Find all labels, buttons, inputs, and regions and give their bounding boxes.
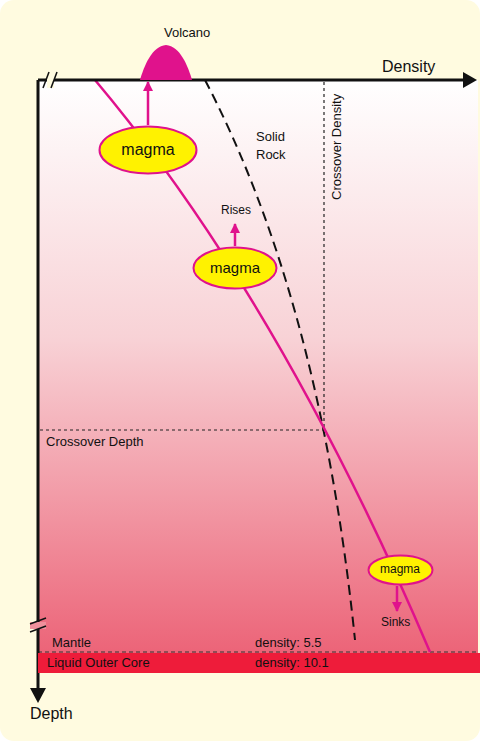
density-axis-head <box>463 72 477 88</box>
axis-break <box>51 72 57 88</box>
magma-label: magma <box>380 563 420 577</box>
magma-ellipse: magma <box>367 554 434 586</box>
ellipse-outline <box>368 556 432 585</box>
motion-label: Sinks <box>381 615 410 629</box>
layer-name: Mantle <box>52 635 91 651</box>
volcano-node: Volcano <box>130 26 220 80</box>
motion-label: Rises <box>221 203 251 217</box>
magma-label: magma <box>121 141 174 159</box>
magma-ellipse: magma <box>98 125 198 175</box>
solid-rock-curve <box>205 80 355 640</box>
density-value: density: 10.1 <box>255 653 329 673</box>
axis-title: Depth <box>30 704 73 723</box>
ellipse-outline <box>194 248 277 289</box>
density-axis <box>38 79 465 82</box>
depth-axis <box>37 80 40 690</box>
outer-core-band: Liquid Outer Core density: 10.1 <box>38 653 480 673</box>
volcano-mound <box>140 45 192 80</box>
magma-ellipse: magma <box>192 246 278 290</box>
volcano-label: Volcano <box>164 26 210 40</box>
sinks-arrow <box>396 586 399 611</box>
crossover-label: Crossover Depth <box>46 434 144 450</box>
flow-arrow <box>147 82 150 125</box>
crossover-label: Crossover Density <box>329 94 345 200</box>
ellipse-outline <box>100 127 197 174</box>
axis-break <box>30 618 46 624</box>
curve-label: Solid Rock <box>256 128 300 163</box>
rises-arrow <box>234 224 237 246</box>
crossover-depth-line <box>40 429 324 430</box>
axis-break <box>30 626 46 632</box>
mantle-gradient <box>38 80 478 653</box>
density-value: density: 5.5 <box>255 635 322 651</box>
depth-axis-head <box>30 688 46 703</box>
axis-title: Density <box>382 57 435 76</box>
layer-name: Liquid Outer Core <box>47 653 150 673</box>
magma-label: magma <box>210 259 260 276</box>
crossover-density-line <box>323 82 324 430</box>
axis-break <box>43 72 49 88</box>
